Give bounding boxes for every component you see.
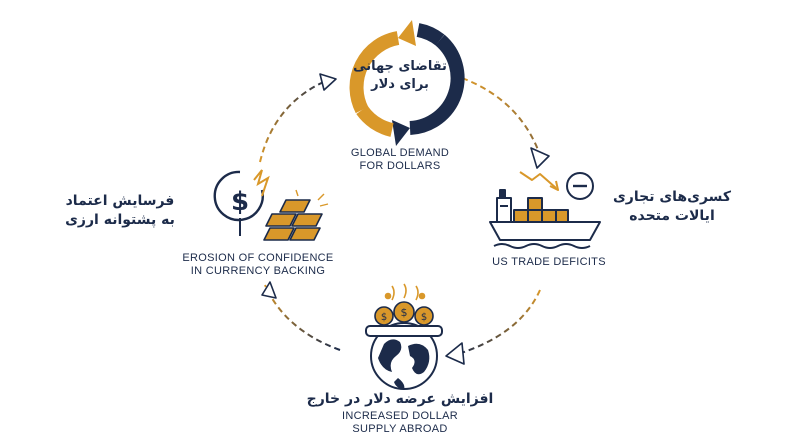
bottom-node-en-line1: INCREASED DOLLAR [341, 410, 459, 422]
svg-text:$: $ [421, 312, 427, 323]
dollar-gold-bars-icon: $ [213, 169, 329, 241]
right-node-fa-line1: کسری‌های تجاری [612, 189, 732, 205]
top-node-fa-label: تقاضای جهانی برای دلار [353, 59, 447, 92]
arc-right-to-bottom [454, 289, 541, 356]
svg-text:$: $ [231, 187, 249, 217]
bottom-node-fa-label: افزایش عرضه دلار در خارج [306, 391, 494, 407]
arrowhead-top-icon [319, 73, 337, 91]
left-node-en-line1: EROSION OF CONFIDENCE [182, 252, 334, 264]
arc-top-to-right [461, 77, 541, 156]
arrowheads [261, 73, 550, 365]
left-node-fa-line2: به پشتوانه ارزی [65, 212, 175, 228]
left-node-fa-label: فرسایش اعتماد به پشتوانه ارزی [50, 192, 190, 230]
bottom-node-en-label: INCREASED DOLLAR SUPPLY ABROAD [320, 410, 480, 436]
right-node-en-label: US TRADE DEFICITS [492, 256, 606, 268]
cycle-arrows-icon [349, 20, 465, 146]
svg-text:$: $ [401, 306, 408, 319]
left-node-en-line2: IN CURRENCY BACKING [190, 265, 326, 277]
left-node-en-label: EROSION OF CONFIDENCE IN CURRENCY BACKIN… [168, 252, 348, 278]
svg-text:$: $ [381, 312, 387, 323]
arc-bottom-to-left [264, 284, 341, 351]
right-node-fa-line2: ایالات متحده [629, 208, 715, 224]
cargo-ship-icon [489, 171, 601, 249]
left-node-fa-line1: فرسایش اعتماد [65, 193, 175, 209]
globe-money-bag-icon: $ $ $ [365, 283, 443, 390]
arrowhead-right-icon [530, 147, 550, 169]
top-node-en-label: GLOBAL DEMAND FOR DOLLARS [318, 147, 482, 173]
top-node-en-line1: GLOBAL DEMAND [350, 147, 450, 159]
bottom-node-en-line2: SUPPLY ABROAD [352, 423, 448, 435]
arrowhead-left-icon [261, 281, 277, 299]
arc-left-to-top [259, 77, 334, 163]
right-node-fa-label: کسری‌های تجاری ایالات متحده [612, 188, 732, 226]
arrowhead-bottom-icon [445, 342, 465, 365]
top-node-en-line2: FOR DOLLARS [359, 160, 441, 172]
